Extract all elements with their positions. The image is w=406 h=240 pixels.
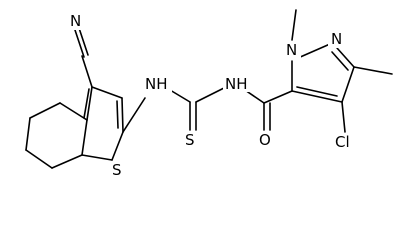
cyclohexane-ring — [25, 102, 88, 169]
pyrazole-n2-label: N — [331, 30, 342, 48]
thiophene-ring — [81, 86, 124, 161]
amide-group — [241, 87, 293, 131]
thiourea-linker — [122, 87, 225, 133]
carbonyl-oxygen-label: O — [259, 131, 271, 149]
thione-sulfur-label: S — [185, 131, 195, 149]
right-nh-label: NH — [225, 75, 248, 93]
chlorine-label: Cl — [335, 133, 350, 151]
chemical-structure-diagram: N S NH S NH O N N Cl — [25, 9, 393, 179]
pyrazole-ring — [291, 43, 355, 103]
left-nh-label: NH — [145, 75, 168, 93]
nitrile-nitrogen-label: N — [70, 12, 81, 30]
pyrazole-substituents — [291, 9, 393, 133]
pyrazole-n1-label: N — [286, 41, 297, 59]
thiophene-sulfur-label: S — [112, 161, 122, 179]
nitrile-group — [73, 24, 93, 88]
atom-labels: N S NH S NH O N N Cl — [66, 12, 358, 179]
